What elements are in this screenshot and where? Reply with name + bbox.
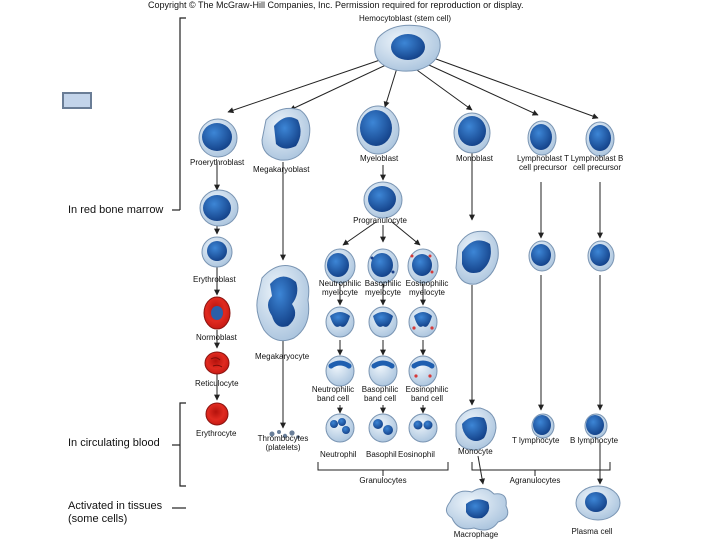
cell-eosinophilic-band (408, 355, 438, 387)
cell-b-prolymphocyte (587, 240, 615, 272)
label-proerythroblast: Proerythroblast (190, 158, 245, 167)
label-basophilic-myelocyte: Basophilic myelocyte (364, 279, 402, 297)
cell-progranulocyte (363, 181, 403, 219)
label-b-lymphocyte: B lymphocyte (570, 436, 619, 445)
cell-neutrophil (325, 413, 355, 443)
label-megakaryoblast: Megakaryoblast (253, 165, 310, 174)
label-neutrophilic-band: Neutrophilic band cell (311, 385, 355, 403)
label-granulocytes: Granulocytes (359, 476, 407, 485)
cell-reticulocyte (204, 351, 230, 375)
cell-neutrophilic-metamyelocyte (325, 306, 355, 338)
cell-basophil (368, 413, 398, 443)
copyright-notice: Copyright © The McGraw-Hill Companies, I… (148, 0, 524, 10)
cell-myeloblast (356, 105, 400, 155)
cell-t-lymphocyte (531, 413, 555, 439)
cell-lymphoblast-b (585, 121, 615, 157)
cell-hemocytoblast (374, 24, 441, 72)
cell-eosinophil (408, 413, 438, 443)
label-macrophage: Macrophage (453, 530, 499, 539)
cell-megakaryocyte (256, 265, 310, 342)
label-lymphoblast-t: Lymphoblast T cell precursor (516, 154, 570, 172)
label-plasma-cell: Plasma cell (571, 527, 613, 536)
cell-b-lymphocyte (584, 413, 608, 439)
label-normoblast: Normoblast (196, 333, 237, 342)
label-monocyte: Monocyte (458, 447, 493, 456)
cell-thrombocytes (269, 430, 300, 439)
cell-promonocyte (455, 230, 499, 285)
granulocytes-bracket (317, 462, 449, 471)
cell-macrophage (446, 488, 509, 531)
cell-basophilic-myelocyte (367, 248, 399, 284)
label-eosinophil: Eosinophil (398, 450, 435, 459)
label-lymphoblast-b: Lymphoblast B cell precursor (570, 154, 624, 172)
cell-neutrophilic-myelocyte (324, 248, 356, 284)
label-hemocytoblast: Hemocytoblast (stem cell) (358, 14, 452, 23)
label-agranulocytes: Agranulocytes (509, 476, 561, 485)
agranulocytes-bracket (471, 462, 611, 471)
cell-eosinophilic-metamyelocyte (408, 306, 438, 338)
label-t-lymphocyte: T lymphocyte (512, 436, 560, 445)
label-basophil: Basophil (366, 450, 397, 459)
region-brackets (172, 17, 186, 509)
label-erythrocyte: Erythrocyte (196, 429, 237, 438)
label-reticulocyte: Reticulocyte (195, 379, 239, 388)
cell-normoblast (203, 296, 231, 330)
cell-monoblast (453, 112, 491, 154)
label-monoblast: Monoblast (456, 154, 493, 163)
cell-lymphoblast-t (527, 120, 557, 156)
cell-erythroblast (201, 236, 233, 268)
label-basophilic-band: Basophilic band cell (361, 385, 399, 403)
label-eosinophilic-myelocyte: Eosinophilic myelocyte (405, 279, 449, 297)
cell-monocyte (455, 407, 497, 451)
cell-proerythroblast (198, 118, 238, 158)
label-thrombocytes: Thrombocytes (platelets) (257, 434, 309, 452)
label-myeloblast: Myeloblast (360, 154, 399, 163)
region-label-marrow: In red bone marrow (68, 204, 164, 216)
label-neutrophilic-myelocyte: Neutrophilic myelocyte (318, 279, 362, 297)
region-label-blood: In circulating blood (68, 437, 160, 449)
group-brackets (317, 462, 611, 476)
label-megakaryocyte: Megakaryocyte (255, 352, 310, 361)
cell-erythrocyte (205, 402, 229, 426)
cell-basophilic-band (368, 355, 398, 387)
label-erythroblast: Erythroblast (193, 275, 236, 284)
cell-t-prolymphocyte (528, 240, 556, 272)
cell-plasma-cell (575, 485, 621, 521)
cell-basophilic-erythroblast (199, 189, 239, 227)
cell-eosinophilic-myelocyte (407, 248, 439, 284)
label-neutrophil: Neutrophil (320, 450, 357, 459)
marrow-bracket (179, 17, 186, 210)
cell-megakaryoblast (261, 107, 311, 161)
blood-bracket (179, 402, 186, 487)
cell-basophilic-metamyelocyte (368, 306, 398, 338)
label-eosinophilic-band: Eosinophilic band cell (405, 385, 449, 403)
region-label-tissues: Activated in tissues (some cells) (68, 500, 163, 525)
label-progranulocyte: Progranulocyte (353, 216, 407, 225)
slide-button[interactable] (62, 92, 92, 109)
cell-neutrophilic-band (325, 355, 355, 387)
